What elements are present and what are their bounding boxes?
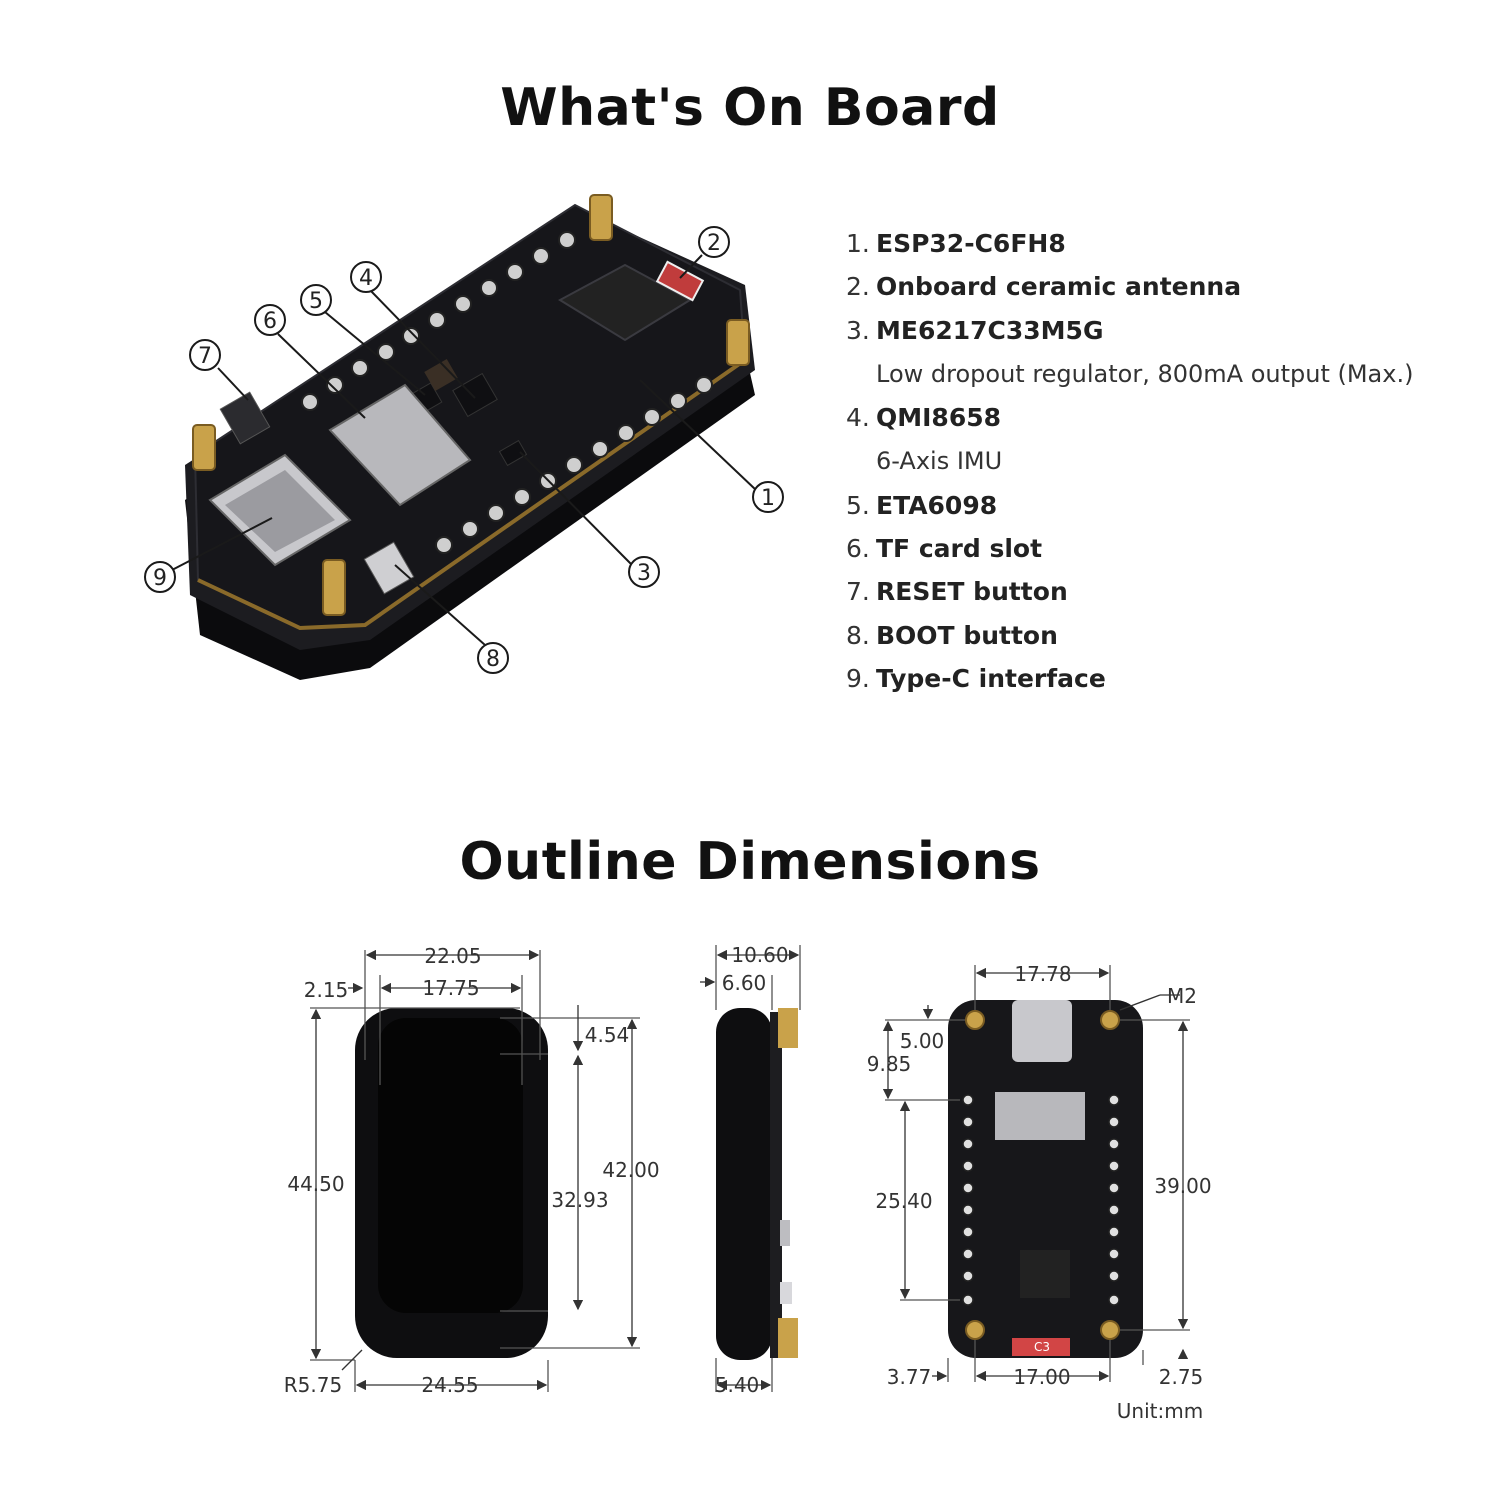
back-mount-holes — [965, 1010, 1120, 1340]
dim-pin-span: 25.40 — [875, 1189, 932, 1213]
tf-card-slot — [328, 383, 472, 507]
feature-desc: 6-Axis IMU — [876, 447, 1003, 476]
dim-right-margin: 2.75 — [1159, 1365, 1204, 1389]
back-esp32 — [1020, 1250, 1070, 1298]
imu-chip — [452, 372, 498, 418]
unit-label: Unit:mm — [1117, 1399, 1203, 1423]
dim-back-bottom-width: 17.00 — [1013, 1365, 1070, 1389]
brass-standoffs — [192, 194, 750, 616]
side-enclosure — [716, 1008, 772, 1360]
dim-width-total: 22.05 — [424, 944, 481, 968]
dim-top-offset: 4.54 — [585, 1023, 630, 1047]
feature-item: 5.ETA6098 — [846, 490, 998, 520]
back-antenna — [1012, 1338, 1070, 1356]
dim-bottom-width: 24.55 — [421, 1373, 478, 1397]
side-view: 10.60 6.60 5.40 — [700, 943, 801, 1397]
dim-mount: M2 — [1167, 984, 1197, 1008]
dim-back-height: 39.00 — [1154, 1174, 1211, 1198]
front-screen — [378, 1018, 523, 1313]
feature-item: 1.ESP32-C6FH8 — [846, 229, 1066, 258]
boot-button-body — [363, 541, 415, 595]
side-standoff-bottom — [778, 1318, 798, 1358]
back-view: C3 — [867, 962, 1212, 1423]
antenna-label: C3 — [1034, 1340, 1050, 1354]
front-view: 22.05 17.75 2.15 4.54 44.50 32.93 42.00 … — [284, 944, 660, 1397]
callout-leaders — [171, 254, 757, 646]
dim-side-bottom: 5.40 — [715, 1373, 760, 1397]
back-tf-slot — [995, 1092, 1085, 1140]
feature-list: 1.ESP32-C6FH8 2.Onboard ceramic antenna … — [846, 222, 1413, 700]
header-top-row — [301, 231, 576, 411]
back-usb-c — [1012, 1000, 1072, 1062]
feature-item: 7.RESET button — [846, 577, 1068, 607]
section-title-outline-dimensions: Outline Dimensions — [459, 832, 1041, 892]
callout-8: 8 — [486, 647, 500, 672]
reset-button-body — [219, 391, 271, 445]
callout-9: 9 — [153, 566, 167, 591]
esp32-module — [557, 263, 693, 342]
feature-item: 8.BOOT button — [846, 620, 1058, 650]
side-standoff-top — [778, 1008, 798, 1048]
callout-1: 1 — [761, 486, 775, 511]
feature-item: 6.TF card slot — [846, 534, 1043, 564]
callout-circles — [144, 226, 784, 674]
dim-inner-height: 42.00 — [602, 1158, 659, 1182]
dim-screen-width: 17.75 — [422, 976, 479, 1000]
dim-depth-body: 6.60 — [722, 971, 767, 995]
feature-item: 9.Type-C interface — [846, 663, 1106, 693]
dim-pin-offset: 9.85 — [867, 1052, 912, 1076]
callout-3: 3 — [637, 561, 651, 586]
callout-4: 4 — [359, 266, 373, 291]
back-pcb — [948, 1000, 1143, 1358]
inductor — [424, 358, 458, 392]
callout-7: 7 — [198, 344, 212, 369]
dim-back-top-offset: 5.00 — [900, 1029, 945, 1053]
feature-item: 3.ME6217C33M5G — [846, 315, 1104, 345]
callout-6: 6 — [263, 309, 277, 334]
feature-desc: Low dropout regulator, 800mA output (Max… — [876, 359, 1414, 388]
dim-screen-height: 32.93 — [551, 1188, 608, 1212]
callout-2: 2 — [707, 231, 721, 256]
dim-depth-total: 10.60 — [731, 943, 788, 967]
side-pcb — [770, 1012, 782, 1358]
ldo-chip — [498, 439, 528, 467]
feature-item: 2.Onboard ceramic antenna — [846, 272, 1242, 302]
section-title-whats-on-board: What's On Board — [500, 78, 1000, 138]
dim-height-total: 44.50 — [287, 1172, 344, 1196]
back-pin-holes — [962, 1094, 1120, 1306]
dim-back-top-width: 17.78 — [1014, 962, 1071, 986]
feature-item: 4.QMI8658 — [846, 403, 1002, 433]
dim-bezel: 2.15 — [304, 978, 349, 1002]
dim-radius: R5.75 — [284, 1373, 342, 1397]
callout-5: 5 — [309, 289, 323, 314]
dim-left-margin: 3.77 — [887, 1365, 932, 1389]
